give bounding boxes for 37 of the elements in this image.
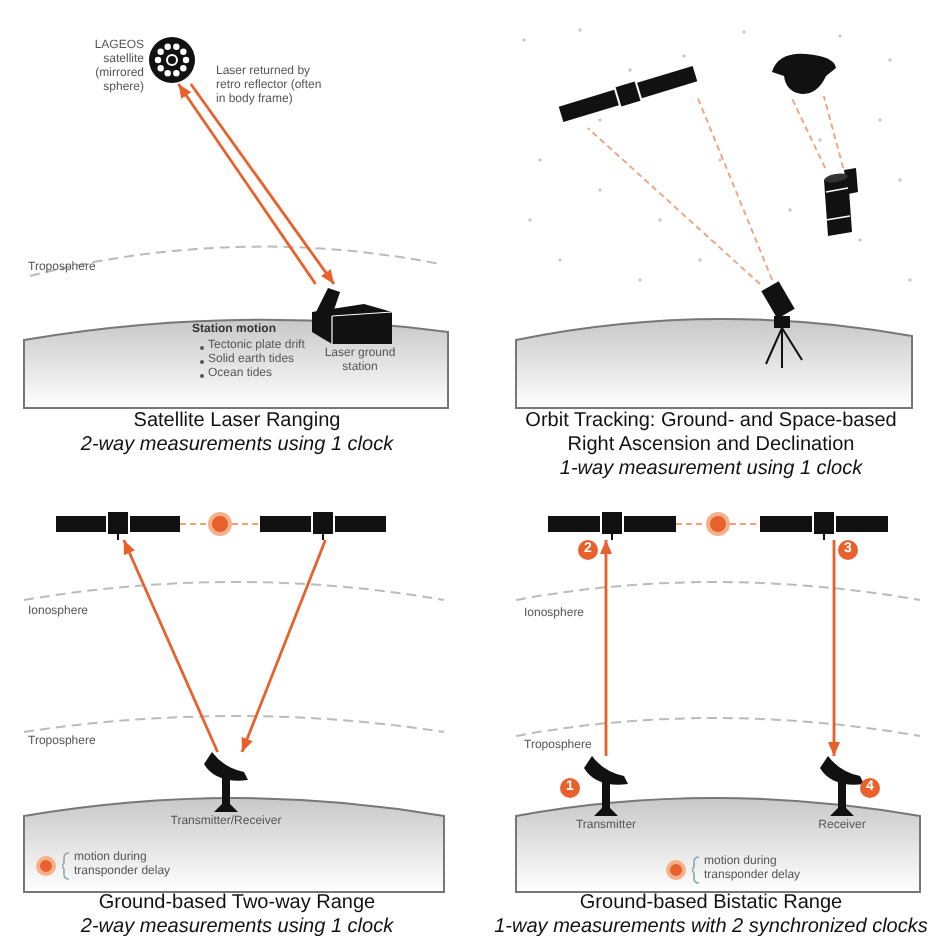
asteroid-drawing [770, 52, 838, 96]
caption-text: Orbit Tracking: Ground- and Space-based [523, 410, 899, 432]
caption-text: 2-way measurements using 1 clock [78, 434, 396, 456]
satellite-sphere-drawing [148, 36, 196, 84]
caption-text: Satellite Laser Ranging [131, 410, 343, 432]
satellite-drawing [548, 508, 676, 540]
satellite-drawing [558, 60, 698, 128]
antenna-dish-drawing [580, 756, 632, 816]
antenna-dish-drawing [816, 756, 868, 816]
arrow [177, 83, 317, 285]
dashed-line [729, 523, 761, 525]
dashed-line [822, 95, 845, 169]
dashed-line [697, 97, 774, 281]
dashed-line [231, 523, 261, 525]
space-telescope-drawing [818, 168, 858, 236]
dashed-line [789, 95, 827, 169]
caption-text: Ground-based Bistatic Range [577, 892, 845, 914]
arrow [600, 540, 612, 756]
motion-marker [706, 512, 730, 536]
caption-text: Ground-based Two-way Range [96, 892, 378, 914]
caption-text: Right Ascension and Declination [565, 434, 857, 456]
telescope-drawing [760, 280, 804, 368]
satellite-drawing [56, 508, 180, 540]
arrow [240, 539, 327, 753]
arrow [122, 539, 219, 753]
satellite-drawing [260, 508, 386, 540]
dashed-line [675, 523, 707, 525]
dashed-line [179, 523, 209, 525]
caption-text: 1-way measurement using 1 clock [557, 458, 865, 480]
motion-marker [208, 512, 232, 536]
satellite-drawing [760, 508, 888, 540]
dashed-line [586, 127, 761, 285]
caption-text: 2-way measurements using 1 clock [78, 916, 396, 936]
antenna-dish-drawing [200, 752, 252, 812]
caption-text: 1-way measurements with 2 synchronized clocks [492, 916, 930, 936]
arrow [189, 83, 336, 285]
arrow [828, 540, 840, 756]
